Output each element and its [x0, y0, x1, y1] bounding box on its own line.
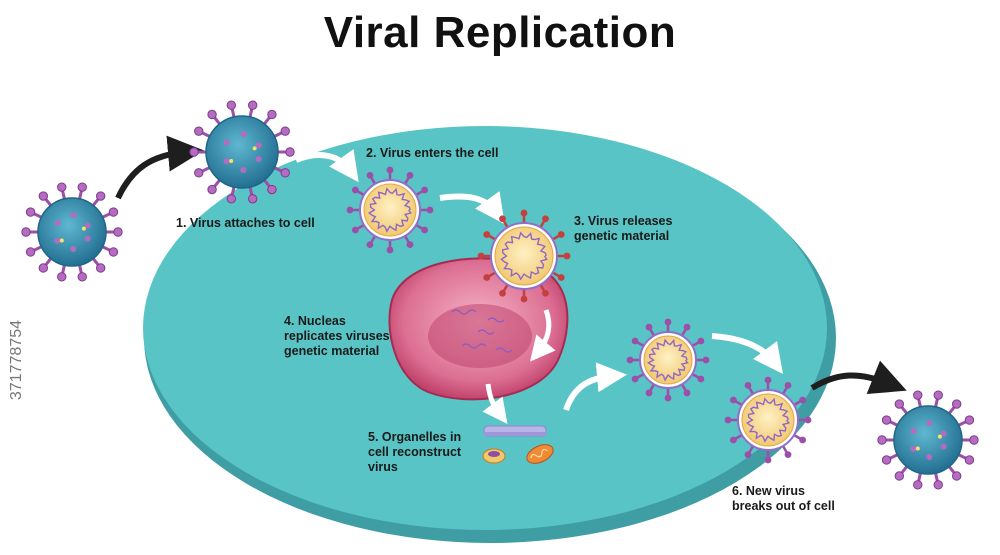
mitochondrion-organelle [526, 444, 554, 464]
nucleolus [428, 304, 532, 368]
virus-released [877, 390, 979, 490]
arrow-approach [115, 135, 204, 200]
step-1-text: 1. Virus attaches to cell [176, 216, 315, 230]
arrow-to-exit [711, 333, 784, 374]
page-title: Viral Replication [323, 8, 677, 57]
vesicle-organelle [482, 448, 506, 464]
step-5-line-3: virus [368, 460, 398, 474]
virus-attached [189, 100, 295, 204]
step-5-line-1: 5. Organelles in [368, 430, 462, 444]
step-6-label: 6. New virus breaks out of cell [732, 484, 835, 514]
step-3-line-1: 3. Virus releases [574, 214, 673, 228]
stock-id-text: 371778754 [8, 320, 25, 401]
step-4-line-2: replicates viruses [284, 329, 390, 343]
arrow-to-organelles [482, 383, 508, 425]
virus-entering [346, 166, 434, 254]
arrows [115, 135, 907, 425]
arrow-enter [294, 149, 359, 183]
arrow-exit [810, 360, 907, 395]
virus-approaching [21, 182, 123, 282]
step-3-label: 3. Virus releases genetic material [574, 214, 672, 244]
arrow-release [439, 191, 505, 225]
step-2-text: 2. Virus enters the cell [366, 146, 499, 160]
step-1-label: 1. Virus attaches to cell [176, 216, 315, 231]
arrow-into-nucleus [530, 309, 556, 362]
organelles [482, 425, 554, 464]
ribosome-strand [483, 425, 547, 437]
step-6-line-2: breaks out of cell [732, 499, 835, 513]
step-4-line-3: genetic material [284, 344, 380, 358]
step-5-line-2: cell reconstruct [368, 445, 462, 459]
step-4-line-1: 4. Nucleas [284, 314, 346, 328]
virus-releasing [477, 209, 571, 303]
step-5-label: 5. Organelles in cell reconstruct virus [368, 430, 461, 475]
arrow-assembled [563, 362, 627, 412]
genetic-material-strands [451, 309, 513, 353]
step-4-label: 4. Nucleas replicates viruses genetic ma… [284, 314, 390, 359]
step-2-label: 2. Virus enters the cell [366, 146, 498, 161]
viruses [21, 100, 979, 490]
step-6-line-1: 6. New virus [732, 484, 805, 498]
virus-assembled [626, 318, 710, 402]
step-3-line-2: genetic material [574, 229, 670, 243]
virus-budding [724, 376, 812, 464]
